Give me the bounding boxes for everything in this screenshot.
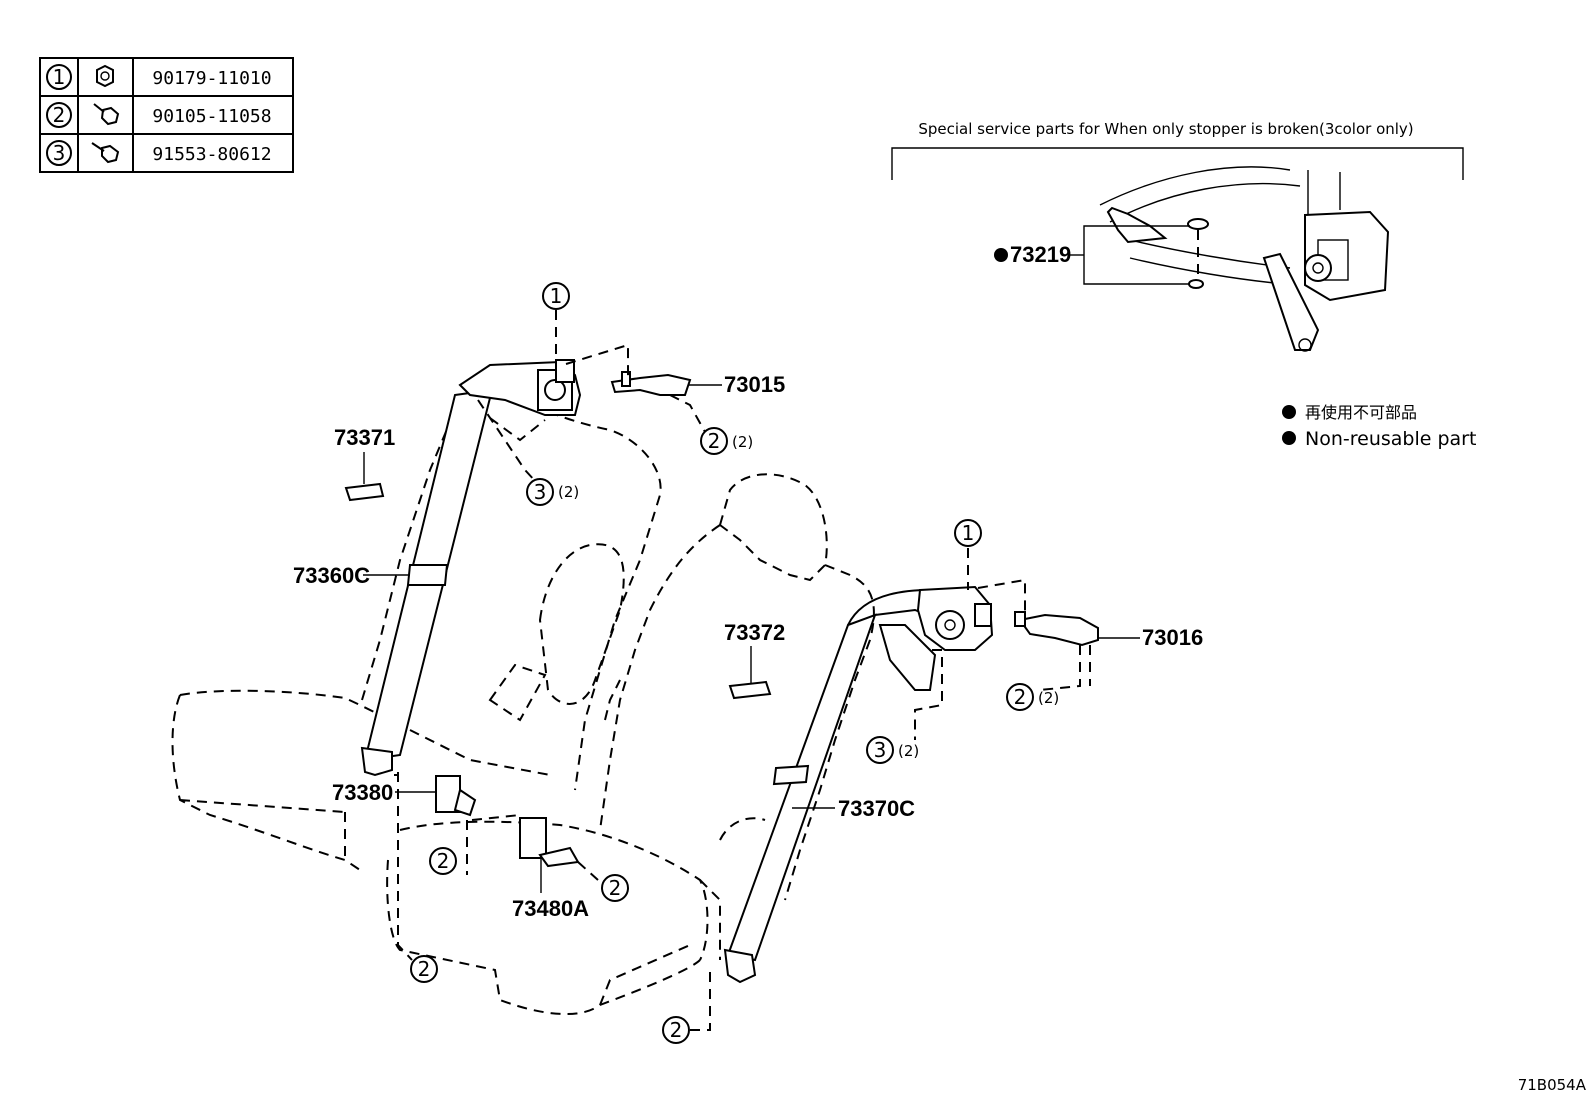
nut-icon	[96, 64, 114, 88]
legend-english: Non-reusable part	[1305, 428, 1476, 450]
special-service-title: Special service parts for When only stop…	[918, 120, 1413, 138]
callout-3-left: 3 (2)	[526, 478, 579, 506]
part-label-73370C: 73370C	[838, 796, 915, 821]
part-number: 90105-11058	[152, 106, 271, 127]
callout-number: 3	[534, 480, 547, 504]
callout-number: 3	[874, 738, 887, 762]
special-service-section: Special service parts for When only stop…	[891, 120, 1464, 352]
callout-quantity: (2)	[558, 483, 579, 501]
part-label-73016: 73016	[1142, 625, 1203, 650]
table-row: 3 91553-80612	[46, 140, 272, 166]
callout-number: 2	[670, 1018, 683, 1042]
part-label-73015: 73015	[724, 372, 785, 397]
non-reusable-mark-icon	[994, 248, 1008, 262]
table-row: 2 90105-11058	[46, 102, 272, 128]
buckle-73480A	[519, 817, 580, 868]
part-number: 90179-11010	[152, 68, 271, 89]
part-label-73360C: 73360C	[293, 563, 370, 588]
part-label-73219: 73219	[1010, 242, 1071, 267]
part-label-73480A: 73480A	[512, 896, 589, 921]
cover-73372	[728, 680, 772, 700]
flange-bolt-icon	[93, 103, 120, 126]
callout-2-73015: 2 (2)	[700, 427, 753, 455]
callout-number: 2	[418, 957, 431, 981]
retractor-icon	[878, 585, 994, 691]
seat-belt-assembly-right	[723, 585, 1099, 984]
leader-lines	[363, 310, 1140, 1031]
ref-number: 1	[53, 65, 66, 89]
legend-dot-icon	[1282, 405, 1296, 419]
callout-2-bottom: 2	[662, 1016, 690, 1044]
callout-number: 2	[1014, 685, 1027, 709]
seat-belt-assembly-left	[360, 359, 692, 777]
buckle-73380	[435, 775, 477, 817]
legend-japanese: 再使用不可部品	[1305, 403, 1417, 422]
table-row: 1 90179-11010	[46, 64, 272, 90]
callout-quantity: (2)	[898, 742, 919, 760]
legend: 再使用不可部品 Non-reusable part	[1282, 403, 1476, 450]
part-label-73372: 73372	[724, 620, 785, 645]
legend-dot-icon	[1282, 431, 1296, 445]
callout-number: 1	[550, 284, 563, 308]
fastener-table: 1 90179-11010 2 90105-11058 3 91553-80	[39, 57, 294, 173]
drawing-code: 71B054A	[1518, 1076, 1587, 1094]
part-number: 91553-80612	[152, 144, 271, 165]
callout-1-right: 1	[954, 519, 982, 547]
callout-2-73016: 2 (2)	[1006, 683, 1059, 711]
callout-quantity: (2)	[1038, 689, 1059, 707]
anchor-bracket-icon	[1014, 611, 1099, 647]
callout-1-top: 1	[542, 282, 570, 310]
retractor-icon	[1262, 210, 1390, 352]
part-label-73380: 73380	[332, 780, 393, 805]
anchor-bracket-icon	[610, 371, 692, 396]
callout-number: 2	[609, 876, 622, 900]
part-label-73371: 73371	[334, 425, 395, 450]
callout-3-right: 3 (2)	[866, 736, 919, 764]
ref-number: 3	[53, 141, 66, 165]
callout-2-73480A: 2	[601, 874, 629, 902]
callout-quantity: (2)	[732, 433, 753, 451]
cover-73371	[344, 482, 385, 502]
callout-number: 2	[708, 429, 721, 453]
bolt-icon	[91, 142, 120, 164]
retractor-icon	[458, 359, 582, 416]
callout-2-lower-left: 2	[410, 955, 438, 983]
callout-number: 2	[437, 849, 450, 873]
ref-number: 2	[53, 103, 66, 127]
callout-2-73380: 2	[429, 847, 457, 875]
stopper-icon	[1106, 206, 1209, 289]
callout-number: 1	[962, 521, 975, 545]
